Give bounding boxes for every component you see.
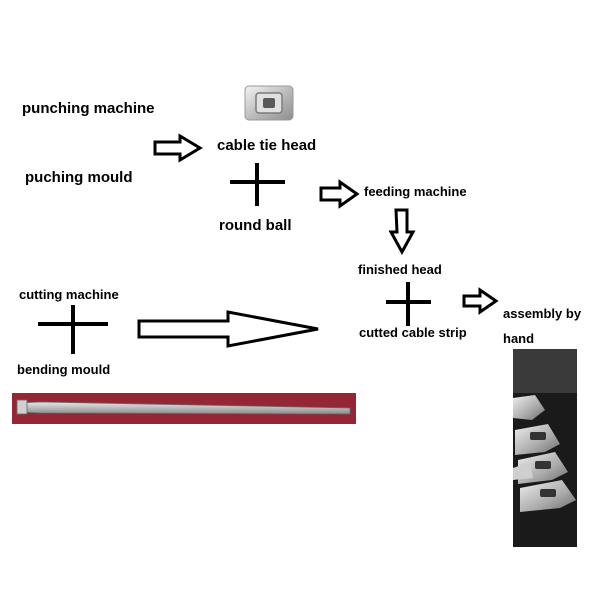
assembly-by-label: assembly by <box>503 306 582 321</box>
cable-tie-head-label: cable tie head <box>217 137 317 154</box>
long-arrow-right-icon <box>137 310 319 348</box>
arrow-right-icon <box>153 133 203 163</box>
bending-mould-label: bending mould <box>17 362 111 377</box>
finished-head-label: finished head <box>358 262 442 277</box>
cutted-cable-strip-label: cutted cable strip <box>359 325 467 340</box>
cable-tie-head-image <box>244 85 294 121</box>
assembled-ties-image <box>513 349 577 547</box>
punching-machine-label: punching machine <box>22 100 155 117</box>
puching-mould-label: puching mould <box>25 169 133 186</box>
round-ball-label: round ball <box>219 217 292 234</box>
cable-strip-image <box>12 393 356 424</box>
hand-label: hand <box>503 331 535 346</box>
plus-icon <box>386 282 431 326</box>
plus-icon <box>230 163 285 206</box>
feeding-machine-label: feeding machine <box>364 184 467 199</box>
plus-icon <box>38 305 108 354</box>
arrow-right-icon <box>462 287 499 315</box>
arrow-right-icon <box>319 179 360 209</box>
arrow-down-icon <box>388 208 416 256</box>
cutting-machine-label: cutting machine <box>19 287 119 302</box>
